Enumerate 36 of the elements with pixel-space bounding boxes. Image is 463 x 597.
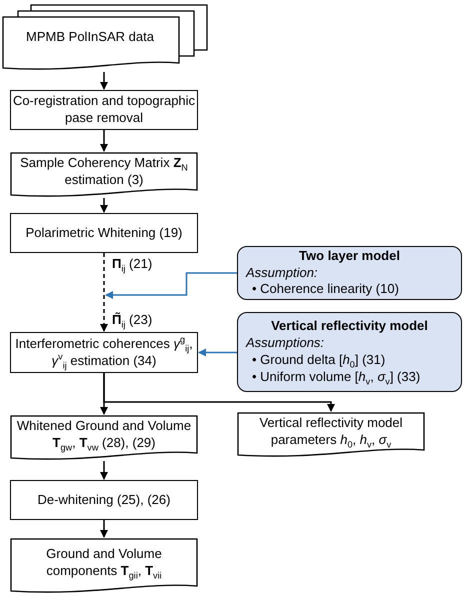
document-box <box>10 152 198 199</box>
list-item: • Uniform volume [h$_{v}$, σ$_{v}$] (33) <box>251 368 422 386</box>
list-item: • Ground delta [h$_{0}$] (31) <box>251 352 386 369</box>
subheading: Assumptions: <box>246 335 326 352</box>
document-box <box>237 412 425 459</box>
arrow <box>100 253 108 332</box>
node-label: MPMB PolInSAR data <box>26 28 154 46</box>
node-label: Interferometric coherences γ$^{g}$$_{ij}$, γ$^{v}$$_{ij}$ estimation (34) <box>14 336 194 370</box>
node-label: Whitened Ground and Volume T$_{gw}$, T$_{vw}$ (28), (29) <box>16 418 192 452</box>
annotation-text: Π̃$_{ij}$ (23) <box>110 312 154 327</box>
note-box <box>237 312 462 392</box>
arrow <box>105 272 237 299</box>
document-box <box>10 415 198 462</box>
multi-document-box <box>2 4 208 72</box>
arrow <box>100 520 108 538</box>
note-box <box>237 246 462 300</box>
arrow <box>198 348 237 356</box>
process-box <box>10 480 198 520</box>
node-label: De-whitening (25), (26) <box>38 492 170 508</box>
node-label: Sample Coherency Matrix Z$_{N}$ estimation (3) <box>19 155 189 189</box>
arrow <box>100 461 108 480</box>
arrow <box>100 72 108 90</box>
arrow <box>100 198 108 213</box>
arrow <box>103 373 335 412</box>
node-label: Co-registration and topographic pase removal <box>12 93 196 127</box>
edge-label: Π$_{ij}$ (21) <box>110 256 154 271</box>
node-label: Vertical reflectivity model parameters h$_{0}$, h$_{v}$, σ$_{v}$ <box>258 415 404 449</box>
subheading: Assumption: <box>246 264 319 282</box>
heading: Two layer model <box>298 248 401 265</box>
node-label: Polarimetric Whitening (19) <box>26 224 182 242</box>
heading: Vertical reflectivity model <box>270 318 429 336</box>
arrow <box>100 130 108 152</box>
process-box <box>10 213 198 253</box>
node-label: Ground and Volume components T$_{gii}$, T$_{vii}$ <box>45 546 163 580</box>
document-box <box>10 538 198 595</box>
list-item: • Coherence linearity (10) <box>251 281 400 298</box>
